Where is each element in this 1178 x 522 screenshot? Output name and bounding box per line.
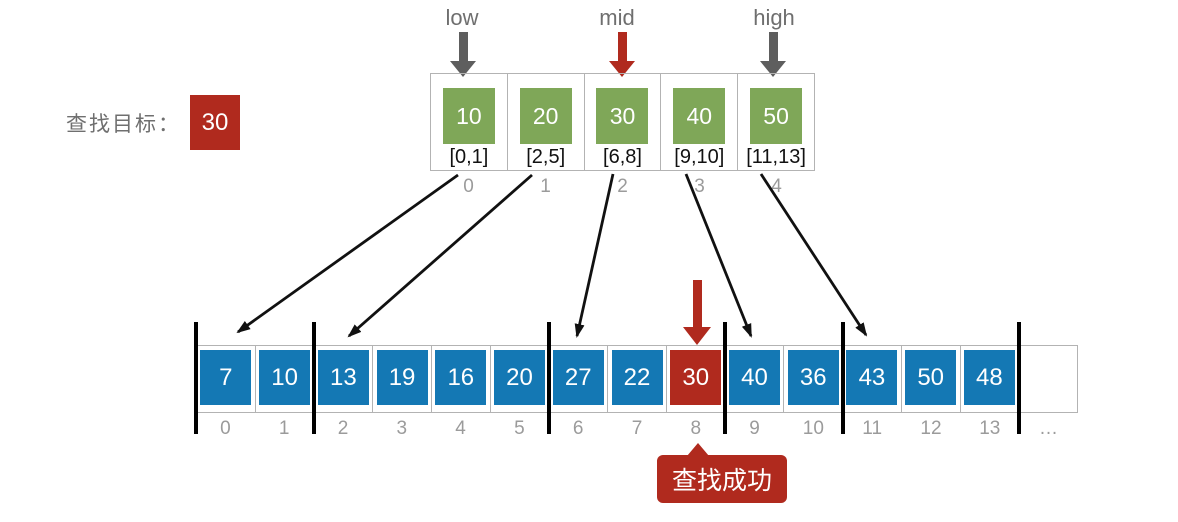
found-arrow-down-icon <box>683 280 711 345</box>
bottom-array-cell: 43 <box>843 346 902 412</box>
bottom-array-cell: 16 <box>432 346 491 412</box>
block-value-box: 40 <box>673 88 726 144</box>
top-array-cell: 40 [9,10] <box>661 74 739 170</box>
mid-arrow-down-icon <box>609 32 635 77</box>
bottom-array-cell: 13 <box>314 346 374 412</box>
element-box: 27 <box>552 350 604 405</box>
element-index-label: 3 <box>396 418 408 439</box>
bottom-array-cell: 22 <box>608 346 667 412</box>
element-index-label: 4 <box>455 418 466 439</box>
block-range-label: [0,1] <box>449 146 489 168</box>
element-box: 40 <box>728 350 780 405</box>
block-divider <box>312 322 316 434</box>
element-index-label: 2 <box>337 418 349 439</box>
block-index-label: 2 <box>617 176 628 197</box>
found-element-box: 30 <box>670 350 722 405</box>
bottom-array-cell: 19 <box>373 346 432 412</box>
bottom-array-cell: 50 <box>902 346 961 412</box>
search-target-label: 查找目标： <box>66 113 181 136</box>
bottom-array-cell: 7 <box>197 346 256 412</box>
block-divider <box>1017 322 1021 434</box>
block-index-label: 1 <box>540 176 551 197</box>
bottom-array-empty-cell <box>1019 346 1077 412</box>
element-index-label: 1 <box>278 418 290 439</box>
element-index-label: … <box>1039 418 1059 439</box>
bottom-array-index-row: 0 1 2 3 4 5 6 7 8 9 10 11 12 13 … <box>196 418 1078 440</box>
block-divider <box>723 322 727 434</box>
mapping-arrow <box>347 173 533 338</box>
block-range-label: [11,13] <box>746 146 806 168</box>
bottom-array-cell: 10 <box>256 346 315 412</box>
low-arrow-down-icon <box>450 32 476 77</box>
search-target-value-box: 30 <box>190 95 240 150</box>
element-index-label: 12 <box>920 418 942 439</box>
pointer-low-label: low <box>445 5 479 30</box>
element-box: 36 <box>787 350 839 405</box>
block-divider <box>547 322 551 434</box>
mapping-arrow <box>236 173 459 334</box>
arrow-shaft <box>768 32 778 61</box>
element-box: 48 <box>963 350 1015 405</box>
element-index-label: 9 <box>749 418 760 439</box>
block-range-label: [2,5] <box>526 146 566 168</box>
element-index-label: 6 <box>572 418 584 439</box>
bottom-array-cell: 48 <box>961 346 1020 412</box>
bottom-array-cell: 36 <box>784 346 844 412</box>
arrow-shaft <box>458 32 468 61</box>
block-index-label: 3 <box>694 176 705 197</box>
top-array-index-row: 0 1 2 3 4 <box>430 176 815 198</box>
mapping-arrow <box>574 173 615 338</box>
element-index-label: 13 <box>979 418 1001 439</box>
pointer-high-label: high <box>753 5 795 30</box>
element-index-label: 5 <box>514 418 525 439</box>
search-success-label: 查找成功 <box>671 467 772 495</box>
block-index-label: 0 <box>463 176 474 197</box>
bottom-array-cell: 30 <box>667 346 726 412</box>
element-box: 19 <box>376 350 428 405</box>
element-index-label: 0 <box>220 418 231 439</box>
element-array: 7 10 13 19 16 20 27 22 30 40 36 43 50 48 <box>196 345 1078 413</box>
top-array-cell: 10 [0,1] <box>431 74 508 170</box>
top-array-cell: 50 [11,13] <box>738 74 814 170</box>
element-box: 50 <box>905 350 957 405</box>
bottom-array-cell: 40 <box>726 346 785 412</box>
block-divider <box>194 322 198 434</box>
mapping-arrow <box>759 173 868 337</box>
arrow-shaft <box>692 280 702 327</box>
high-arrow-down-icon <box>760 32 786 77</box>
element-box: 13 <box>317 350 369 405</box>
element-box: 16 <box>435 350 487 405</box>
block-value-box: 10 <box>442 88 495 144</box>
bottom-array-cell: 20 <box>491 346 550 412</box>
element-box: 22 <box>611 350 663 405</box>
pointer-mid-label: mid <box>599 5 635 30</box>
block-range-label: [6,8] <box>603 146 642 168</box>
block-value-box: 50 <box>750 88 803 144</box>
element-box: 10 <box>259 350 311 405</box>
element-index-label: 7 <box>631 418 643 439</box>
search-success-callout: 查找成功 <box>657 443 787 503</box>
element-index-label: 10 <box>802 418 824 439</box>
element-box: 20 <box>494 350 546 405</box>
element-box: 7 <box>200 350 252 405</box>
element-box: 43 <box>846 350 898 405</box>
block-value-box: 30 <box>596 88 649 144</box>
block-range-label: [9,10] <box>674 146 725 168</box>
element-index-label: 11 <box>862 418 883 439</box>
element-index-label: 8 <box>690 418 702 439</box>
block-index-array: 10 [0,1] 20 [2,5] 30 [6,8] 40 [9,10] 50 … <box>430 73 815 171</box>
arrow-shaft <box>617 32 627 61</box>
top-array-cell: 20 [2,5] <box>508 74 585 170</box>
arrow-head <box>683 327 711 345</box>
block-value-box: 20 <box>519 88 572 144</box>
block-index-label: 4 <box>771 176 782 197</box>
top-array-cell: 30 [6,8] <box>585 74 662 170</box>
bottom-array-cell: 27 <box>549 346 609 412</box>
block-divider <box>841 322 845 434</box>
